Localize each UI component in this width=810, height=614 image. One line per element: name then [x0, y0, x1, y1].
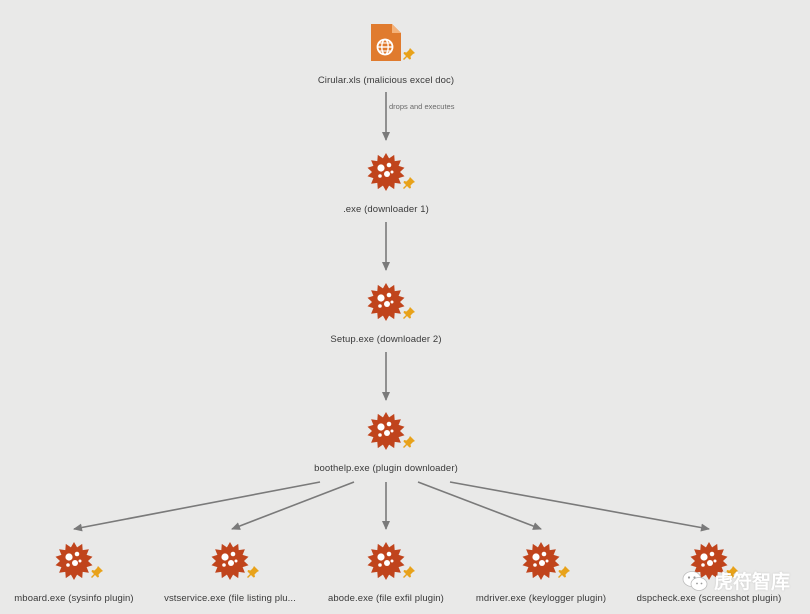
malware-virus-icon [366, 152, 415, 192]
node-mboard-exe[interactable]: mboard.exe (sysinfo plugin) [0, 541, 194, 604]
node-mdriver-exe[interactable]: mdriver.exe (keylogger plugin) [421, 541, 661, 604]
node-label: vstservice.exe (file listing plu... [164, 593, 296, 604]
node-label: dspcheck.exe (screenshot plugin) [636, 593, 782, 604]
pushpin-icon [558, 566, 570, 578]
node-label: mdriver.exe (keylogger plugin) [475, 593, 607, 604]
pushpin-icon [247, 566, 259, 578]
edge-label-drops-and-executes: drops and executes [389, 102, 455, 111]
node-downloader-1[interactable]: .exe (downloader 1) [266, 152, 506, 215]
malware-virus-icon [366, 541, 415, 581]
node-label: mboard.exe (sysinfo plugin) [14, 593, 134, 604]
wechat-icon [682, 570, 708, 591]
malware-virus-icon [366, 411, 415, 451]
pushpin-icon [726, 566, 738, 578]
pushpin-icon [403, 566, 415, 578]
pushpin-icon [403, 48, 415, 60]
pushpin-icon [403, 177, 415, 189]
node-boothelp-exe[interactable]: boothelp.exe (plugin downloader) [266, 411, 506, 474]
edges-group [73, 92, 710, 532]
malware-virus-icon [366, 282, 415, 322]
malware-virus-icon [210, 541, 259, 581]
node-cirular-xls[interactable]: Cirular.xls (malicious excel doc) [266, 23, 506, 86]
malware-virus-icon [689, 541, 738, 581]
node-label: abode.exe (file exfil plugin) [328, 593, 444, 604]
edge-pdl-p1 [73, 481, 321, 532]
edge-pdl-p2 [231, 481, 355, 530]
edge-pdl-p5 [449, 481, 710, 532]
node-label: Setup.exe (downloader 2) [330, 334, 442, 345]
node-label: boothelp.exe (plugin downloader) [314, 463, 458, 474]
malware-virus-icon [521, 541, 570, 581]
node-setup-exe[interactable]: Setup.exe (downloader 2) [266, 282, 506, 345]
edge-pdl-p4 [417, 481, 542, 530]
node-label: .exe (downloader 1) [343, 204, 429, 215]
node-vstservice-exe[interactable]: vstservice.exe (file listing plu... [110, 541, 350, 604]
pushpin-icon [403, 436, 415, 448]
node-abode-exe[interactable]: abode.exe (file exfil plugin) [266, 541, 506, 604]
excel-doc-globe-icon [366, 23, 415, 63]
watermark-text: 虎符智库 [713, 572, 790, 593]
malware-virus-icon [54, 541, 103, 581]
node-label: Cirular.xls (malicious excel doc) [317, 75, 455, 86]
pushpin-icon [403, 307, 415, 319]
watermark: 虎符智库 [682, 567, 790, 594]
pushpin-icon [91, 566, 103, 578]
node-dspcheck-exe[interactable]: dspcheck.exe (screenshot plugin) [589, 541, 810, 604]
